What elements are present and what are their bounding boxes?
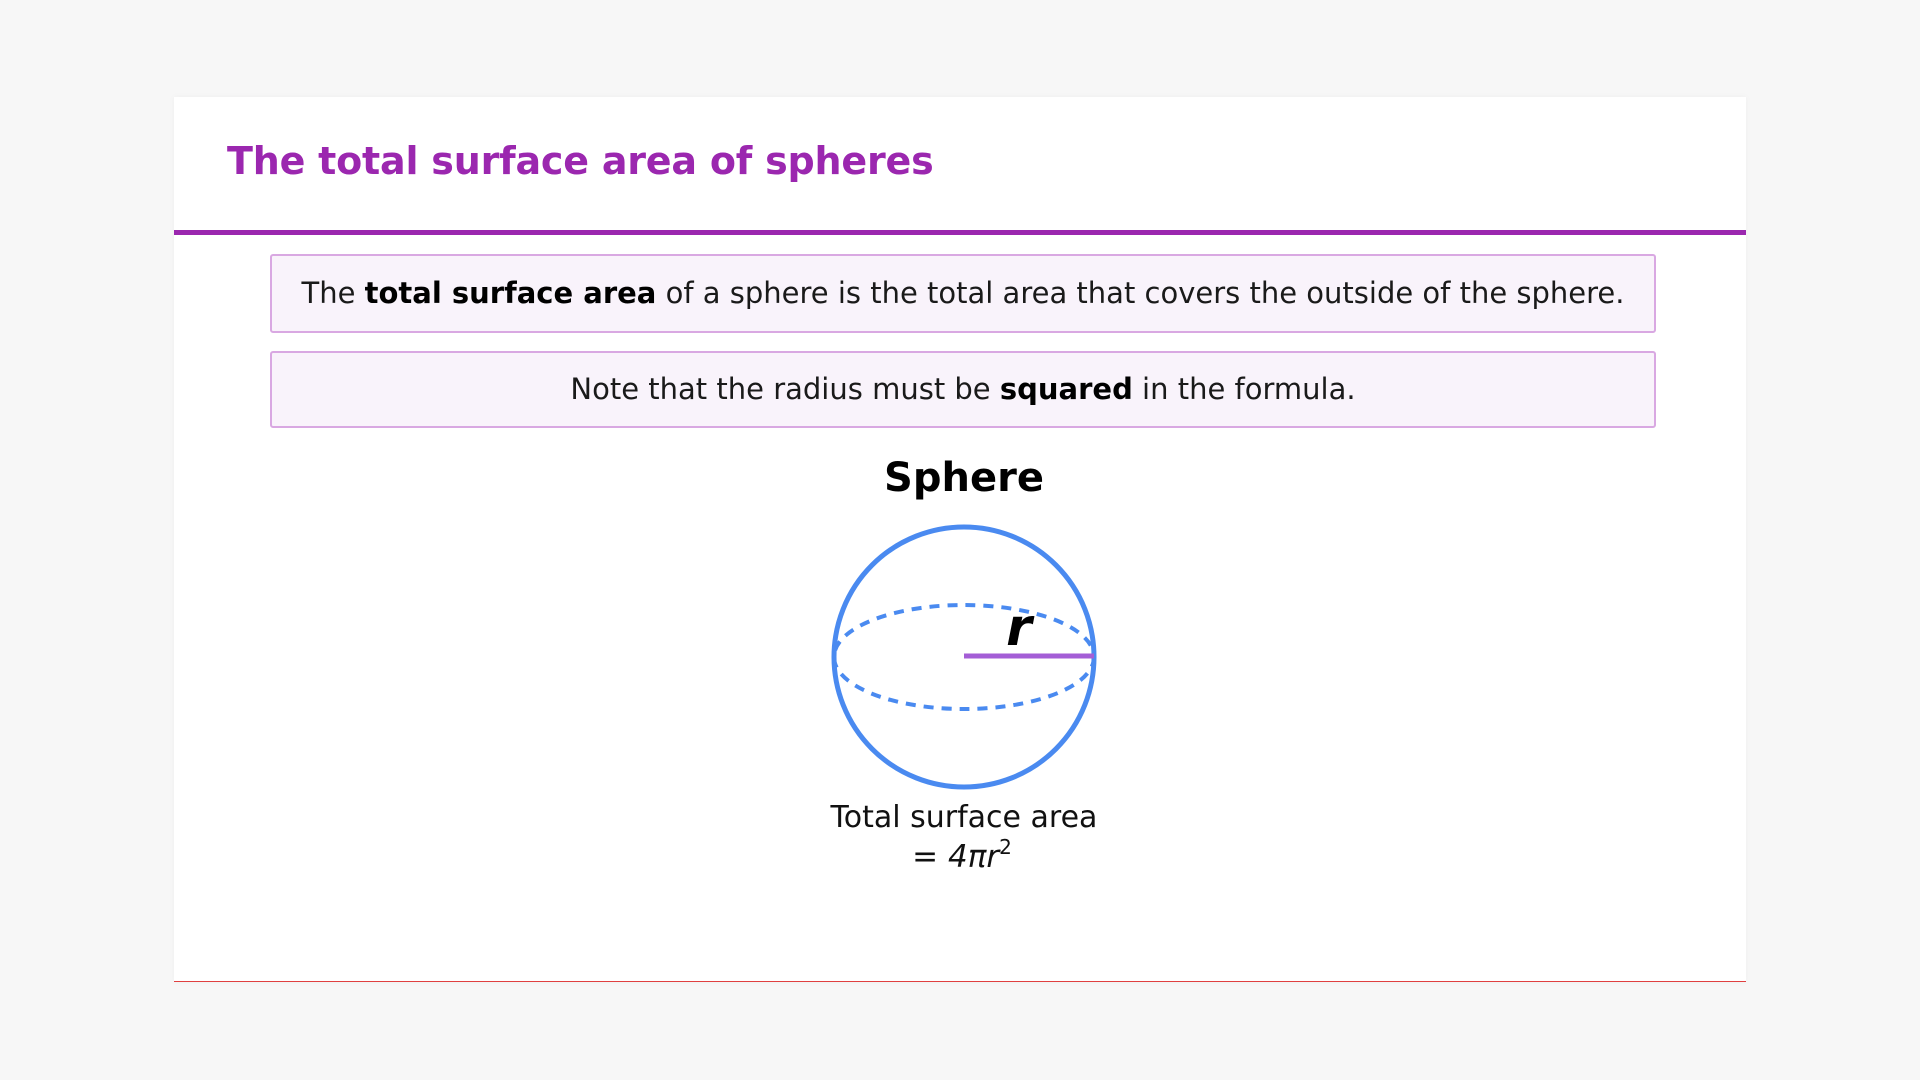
- formula-base: 4πr: [948, 839, 1001, 875]
- note-text-start: Note that the radius must be: [570, 372, 1000, 406]
- definition-box: The total surface area of a sphere is th…: [270, 254, 1656, 333]
- title-divider: [174, 230, 1746, 235]
- definition-text-end: of a sphere is the total area that cover…: [656, 276, 1625, 310]
- note-box: Note that the radius must be squared in …: [270, 351, 1656, 428]
- definition-text-bold: total surface area: [364, 276, 657, 310]
- formula: = 4πr2: [912, 835, 1012, 875]
- diagram-heading: Sphere: [884, 455, 1044, 501]
- formula-equals: =: [912, 839, 948, 875]
- radius-label: r: [1006, 598, 1035, 658]
- note-text-end: in the formula.: [1132, 372, 1356, 406]
- slide: The total surface area of spheres The to…: [174, 97, 1746, 982]
- note-text-bold: squared: [999, 372, 1133, 406]
- caption: Total surface area: [830, 800, 1098, 835]
- definition-text-start: The: [301, 276, 365, 310]
- page-title: The total surface area of spheres: [227, 139, 934, 183]
- sphere-diagram: Sphere r Total surface area = 4πr2: [830, 455, 1098, 875]
- formula-exponent: 2: [999, 835, 1012, 859]
